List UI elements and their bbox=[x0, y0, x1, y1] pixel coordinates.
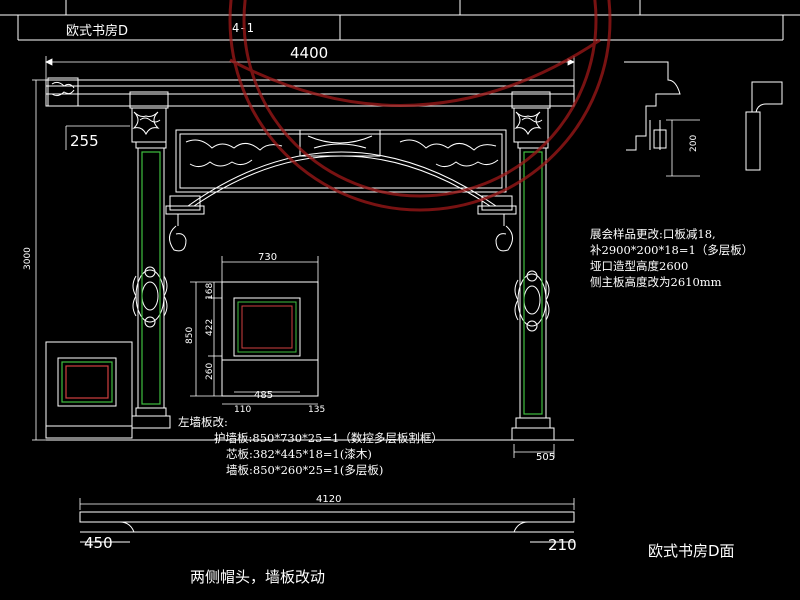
title-block-lines bbox=[0, 0, 800, 41]
carving-left bbox=[132, 266, 168, 328]
pilaster-capital-left bbox=[131, 107, 167, 143]
note-line-1: 展会样品更改:口板减18, bbox=[590, 227, 716, 241]
dim-pilaster-base: 505 bbox=[536, 452, 555, 463]
dim-inset-h3: 260 bbox=[205, 363, 215, 380]
watermark bbox=[228, 0, 612, 212]
wall-panel-notes: 左墙板改: 护墙板:850*730*25=1（数控多层板割框） 芯板:382*4… bbox=[178, 414, 443, 478]
wall-note-line-2: 芯板:382*445*18=1(漆木) bbox=[226, 447, 372, 461]
dim-inset-width: 730 bbox=[258, 252, 277, 263]
dim-lintel-width: 4120 bbox=[316, 494, 341, 505]
view-caption: 欧式书房D面 bbox=[648, 542, 735, 560]
dim-inset-left: 110 bbox=[234, 405, 251, 415]
arch-curve bbox=[187, 151, 497, 207]
dim-inset-h2: 422 bbox=[205, 319, 215, 336]
dimension-labels: 4400 3000 255 730 168 422 260 850 485 11… bbox=[23, 44, 699, 554]
dim-lintel-left: 450 bbox=[84, 534, 113, 552]
note-line-4: 侧主板高度改为2610mm bbox=[590, 275, 722, 289]
note-line-2: 补2900*200*18=1（多层板） bbox=[590, 243, 754, 257]
dimension-lines bbox=[32, 56, 700, 510]
main-elevation bbox=[45, 77, 575, 441]
revision-notes: 展会样品更改:口板减18, 补2900*200*18=1（多层板） 垭口造型高度… bbox=[590, 226, 753, 290]
wall-note-line-1: 护墙板:850*730*25=1（数控多层板割框） bbox=[214, 431, 443, 445]
dim-inset-right: 135 bbox=[308, 405, 325, 415]
inset-panel-detail bbox=[221, 281, 319, 397]
dim-height: 3000 bbox=[23, 247, 33, 270]
dim-total-width: 4400 bbox=[290, 44, 328, 62]
left-wall-panel bbox=[45, 341, 133, 427]
dim-inset-total: 850 bbox=[185, 327, 195, 344]
wall-note-line-3: 墙板:850*260*25=1(多层板) bbox=[226, 463, 384, 477]
lintel-section bbox=[79, 511, 575, 543]
accent-panels bbox=[61, 151, 543, 415]
change-caption: 两侧帽头，墙板改动 bbox=[190, 568, 326, 586]
cornice-ornament-left bbox=[47, 77, 79, 107]
side-profile bbox=[624, 61, 783, 171]
drawing-title: 欧式书房D bbox=[66, 24, 129, 39]
dim-profile-height: 200 bbox=[689, 135, 699, 152]
dim-inset-h1: 168 bbox=[205, 283, 215, 300]
pilaster-capital-right bbox=[513, 107, 549, 143]
note-line-3: 垭口造型高度2600 bbox=[590, 259, 689, 273]
dim-lintel-right: 210 bbox=[548, 536, 577, 554]
keystone-cartouche bbox=[299, 129, 381, 157]
dim-inset-inner: 485 bbox=[254, 390, 273, 401]
wall-note-title: 左墙板改: bbox=[178, 415, 228, 429]
dim-top-offset: 255 bbox=[70, 132, 99, 150]
